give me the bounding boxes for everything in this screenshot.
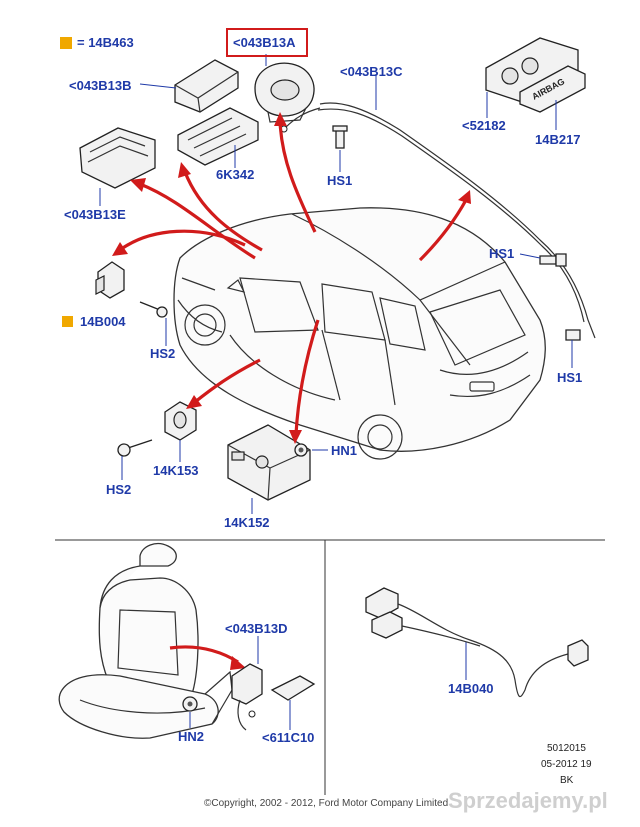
vehicle-outline: [173, 207, 546, 460]
hn1-nut: [294, 443, 308, 457]
label-611c10: <611C10: [262, 730, 314, 745]
label-043b13d: <043B13D: [225, 621, 288, 636]
sensor-14b004-part: [95, 261, 125, 299]
driver-airbag-module-part: [254, 62, 315, 123]
label-hs1-top: HS1: [327, 173, 352, 188]
label-043b13c: <043B13C: [340, 64, 403, 79]
knee-airbag-part: [79, 127, 156, 189]
label-hn2: HN2: [178, 729, 204, 744]
label-6k342: 6K342: [216, 167, 254, 182]
sensor-14k153-part: [164, 401, 197, 441]
passenger-airbag-module-part: [174, 59, 239, 113]
label-14b217: 14B217: [535, 132, 581, 147]
label-14b004: 14B004: [80, 314, 126, 329]
hs2-bolt-bottom: [117, 439, 153, 457]
hs1-screw-top: [332, 125, 348, 149]
label-14b040: 14B040: [448, 681, 494, 696]
seat-airbag-part: [231, 663, 263, 731]
copyright-text: ©Copyright, 2002 - 2012, Ford Motor Comp…: [204, 798, 448, 809]
leader-lines-lower: [189, 636, 467, 730]
curtain-airbag-part: [280, 102, 596, 339]
control-module-14k152-part: [227, 424, 311, 501]
label-14k152: 14K152: [224, 515, 270, 530]
airbag-badge-part: AIRBAG: [485, 37, 586, 113]
ref-line-2: 05-2012 19: [541, 759, 592, 770]
location-arrows-upper: [112, 112, 471, 444]
ref-line-3: BK: [560, 775, 574, 786]
label-043b13b: <043B13B: [69, 78, 132, 93]
wiring-harness-14b040: [365, 587, 589, 698]
label-043b13e: <043B13E: [64, 207, 126, 222]
highlight-box: [226, 28, 308, 57]
hs2-bolt-left: [139, 301, 168, 318]
hs1-screw-mid: [539, 253, 567, 267]
watermark: Sprzedajemy.pl: [448, 788, 608, 813]
label-hs2-bottom: HS2: [106, 482, 131, 497]
seat-arrow: [169, 645, 246, 670]
label-hs2-left: HS2: [150, 346, 175, 361]
label-043b13a: <043B13A: [233, 35, 296, 50]
bracket-6k342-part: [177, 107, 259, 166]
marker-14b004: [62, 316, 73, 327]
ref-line-1: 5012015: [547, 743, 586, 754]
legend-text: = 14B463: [77, 35, 134, 50]
label-52182: <52182: [462, 118, 506, 133]
seat-outline: [58, 542, 233, 739]
label-14k153: 14K153: [153, 463, 199, 478]
label-hs1-mid: HS1: [489, 246, 514, 261]
label-hs1-right: HS1: [557, 370, 582, 385]
legend-swatch: [60, 37, 72, 49]
hn2-nut: [182, 696, 198, 712]
label-hn1: HN1: [331, 443, 357, 458]
hs1-screw-right: [565, 329, 581, 341]
trim-panel-611c10-part: [270, 675, 316, 701]
